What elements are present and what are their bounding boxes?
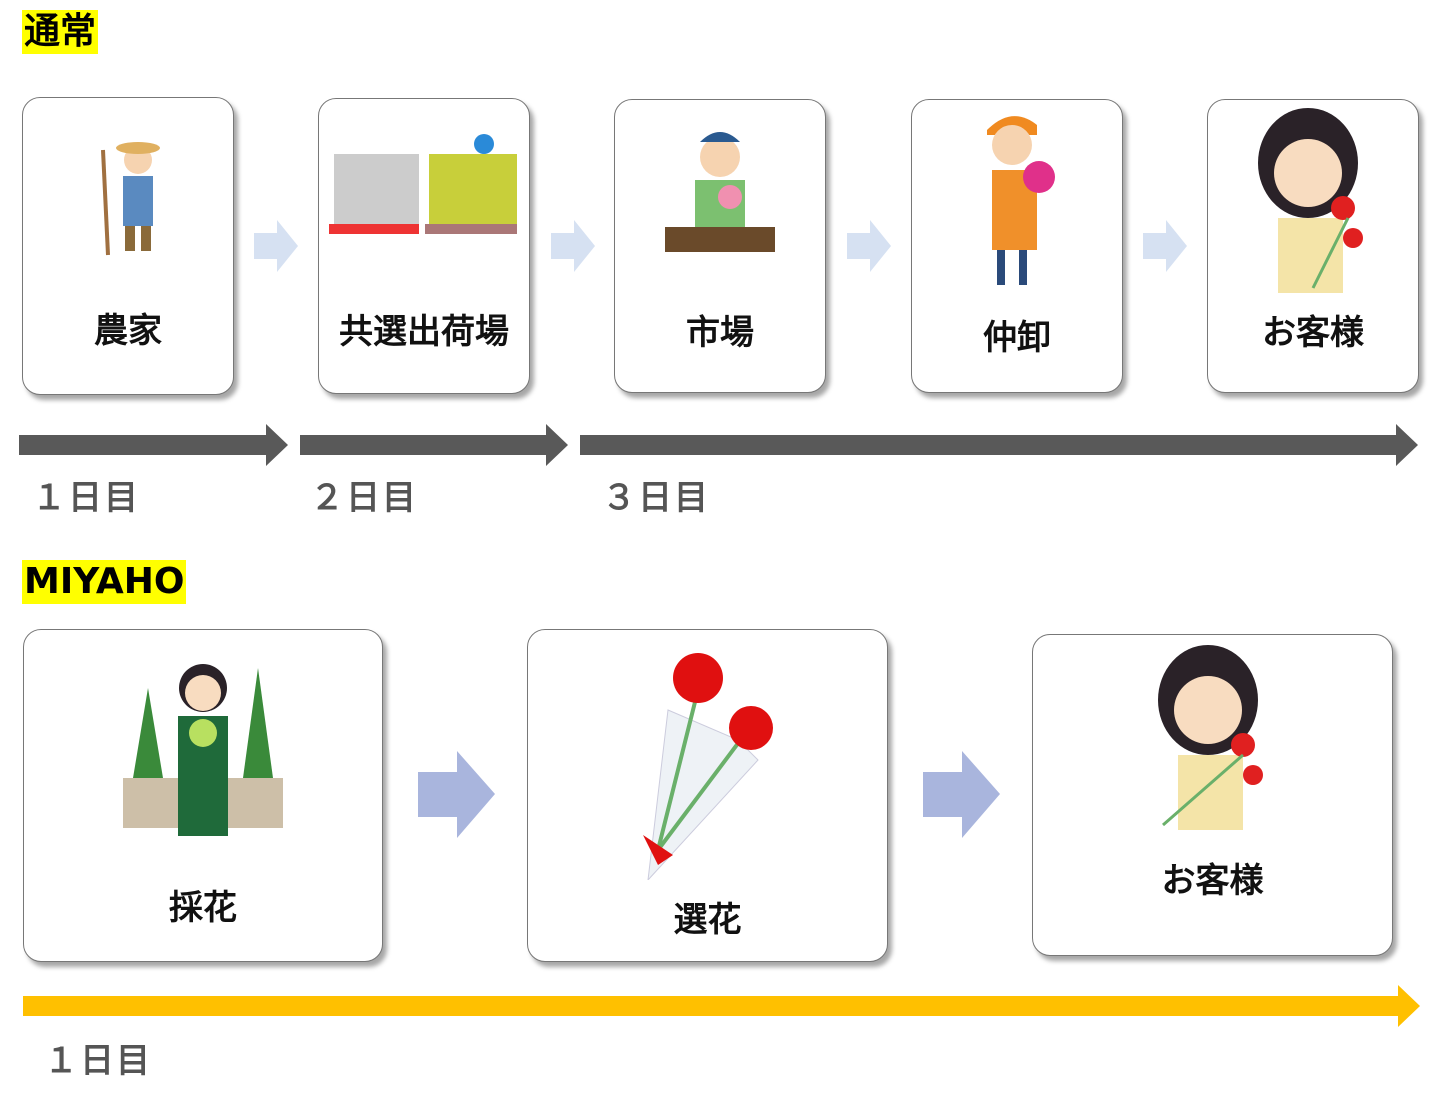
step-card-shipping: 共選出荷場 bbox=[318, 98, 530, 394]
step-label: 農家 bbox=[94, 311, 162, 351]
arrow-right-icon bbox=[551, 220, 595, 272]
step-card-harvest: 採花 bbox=[23, 629, 383, 962]
carnation-bouquet-illustration bbox=[642, 653, 773, 880]
step-label: 仲卸 bbox=[983, 318, 1051, 358]
timeline-arrow-day2 bbox=[300, 424, 568, 466]
arrow-right-icon bbox=[923, 751, 1000, 838]
step-label: お客様 bbox=[1161, 861, 1264, 901]
step-card-market: 市場 bbox=[614, 99, 826, 393]
step-card-customer: お客様 bbox=[1207, 99, 1419, 393]
customer-illustration bbox=[1157, 645, 1263, 830]
step-card-selection: 選花 bbox=[527, 629, 888, 962]
step-label: お客様 bbox=[1262, 313, 1364, 353]
step-card-customer-miyaho: お客様 bbox=[1032, 634, 1393, 956]
step-label: 採花 bbox=[169, 888, 237, 928]
farmer-illustration bbox=[101, 142, 160, 256]
flow-arrows-miyaho bbox=[23, 751, 1420, 1027]
day-label: １日目 bbox=[44, 1041, 152, 1081]
step-label: 共選出荷場 bbox=[339, 312, 509, 352]
flow-arrows-normal bbox=[19, 220, 1418, 466]
step-label: 選花 bbox=[673, 900, 742, 940]
step-card-wholesaler: 仲卸 bbox=[911, 99, 1123, 393]
day-label: １日目 bbox=[32, 478, 140, 518]
step-card-farmer: 農家 bbox=[22, 97, 234, 395]
arrow-right-icon bbox=[847, 220, 891, 272]
auctioneer-illustration bbox=[665, 132, 775, 252]
wholesaler-illustration bbox=[987, 116, 1055, 285]
section-title-miyaho: MIYAHO bbox=[22, 560, 187, 604]
arrow-right-icon bbox=[254, 220, 298, 272]
timeline-arrow-miyaho bbox=[23, 985, 1420, 1027]
arrow-right-icon bbox=[1143, 220, 1187, 272]
harvest-illustration bbox=[123, 664, 283, 836]
day-label: ３日目 bbox=[602, 478, 710, 518]
timeline-arrow-day3 bbox=[580, 424, 1418, 466]
day-label: ２日目 bbox=[310, 478, 418, 518]
arrow-right-icon bbox=[418, 751, 495, 838]
timeline-arrow-day1 bbox=[19, 424, 288, 466]
step-label: 市場 bbox=[686, 313, 754, 353]
shipping-boxes-illustration bbox=[329, 134, 517, 234]
customer-illustration bbox=[1258, 108, 1363, 293]
section-title-normal: 通常 bbox=[22, 10, 99, 54]
